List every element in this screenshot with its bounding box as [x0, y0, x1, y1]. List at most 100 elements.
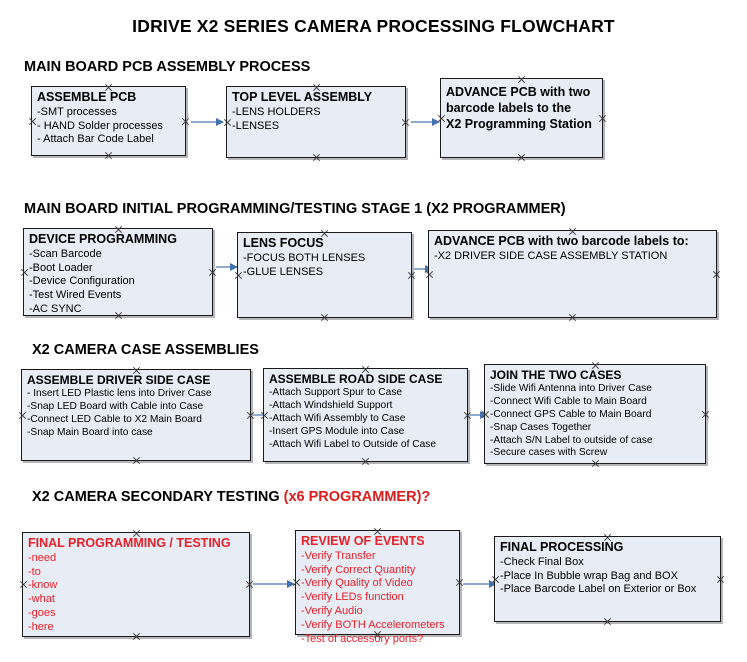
box-review-of-events[interactable]: REVIEW OF EVENTS -Verify Transfer -Verif… [295, 530, 460, 645]
box-join-the-two-cases[interactable]: JOIN THE TWO CASES -Slide Wifi Antenna i… [484, 364, 706, 464]
connector-handle-right[interactable] [598, 114, 607, 123]
box-line: - HAND Solder processes [37, 119, 163, 132]
box-line: -Connect GPS Cable to Main Board [490, 408, 652, 420]
box-line: -Connect Wifi Cable to Main Board [490, 396, 647, 407]
box-line: -Slide Wifi Antenna into Driver Case [490, 383, 652, 395]
box-line: -know [28, 579, 58, 592]
box-line: -Boot Loader [29, 261, 93, 274]
box-line: -goes [28, 607, 56, 620]
box-line: -Snap LED Board with Cable into Case [27, 401, 204, 412]
box-line: -Device Configuration [29, 275, 135, 288]
box-top-level-assembly[interactable]: TOP LEVEL ASSEMBLY -LENS HOLDERS -LENSES [226, 86, 406, 158]
connector-handle-left[interactable] [18, 411, 27, 420]
box-assemble-road-side-case[interactable]: ASSEMBLE ROAD SIDE CASE -Attach Support … [263, 368, 468, 462]
box-line: -Snap Cases Together [490, 421, 592, 433]
box-advance-pcb-x2-programming-station[interactable]: ADVANCE PCB with two barcode labels to t… [440, 78, 603, 158]
box-assemble-driver-side-case[interactable]: ASSEMBLE DRIVER SIDE CASE - Insert LED P… [21, 369, 251, 461]
box-line: -GLUE LENSES [243, 265, 324, 278]
box-line: -Verify Quality of Video [301, 577, 413, 590]
section-title-text: MAIN BOARD PCB ASSEMBLY PROCESS [24, 59, 311, 75]
box-heading: LENS FOCUS [243, 236, 324, 250]
box-lens-focus[interactable]: LENS FOCUS -FOCUS BOTH LENSES -GLUE LENS… [237, 232, 412, 318]
box-heading: REVIEW OF EVENTS [301, 534, 425, 548]
section-title-suffix: (x6 PROGRAMMER)? [283, 489, 431, 505]
box-line: -Attach S/N Label to outside of case [490, 434, 653, 446]
connector-handle-bottom[interactable] [361, 457, 370, 466]
box-device-programming[interactable]: DEVICE PROGRAMMING -Scan Barcode -Boot L… [23, 228, 213, 316]
section-title-main-board-initial-programming: MAIN BOARD INITIAL PROGRAMMING/TESTING S… [24, 201, 566, 217]
box-heading: ADVANCE PCB with two [446, 85, 591, 99]
box-line: -Place Barcode Label on Exterior or Box [500, 583, 697, 596]
section-title-text: X2 CAMERA SECONDARY TESTING [32, 489, 284, 505]
box-line: -LENS HOLDERS [232, 105, 321, 118]
box-heading: JOIN THE TWO CASES [490, 368, 622, 382]
box-line: -Verify Audio [301, 605, 363, 618]
connector-handle-right[interactable] [712, 270, 721, 279]
connector-handle-right[interactable] [401, 118, 410, 127]
box-heading-line2: barcode labels to the [446, 100, 572, 115]
connector-handle-bottom[interactable] [603, 617, 612, 626]
box-line: -Snap Main Board into case [27, 426, 153, 438]
connector-handle-right[interactable] [208, 268, 217, 277]
box-line: -what [28, 593, 55, 606]
connector-handle-left[interactable] [20, 268, 29, 277]
box-line: -AC SYNC [29, 303, 82, 316]
box-line: -Connect LED Cable to X2 Main Board [27, 413, 202, 425]
box-heading: TOP LEVEL ASSEMBLY [232, 90, 373, 104]
box-line: -SMT processes [37, 105, 117, 118]
box-advance-pcb-driver-side-case[interactable]: ADVANCE PCB with two barcode labels to: … [428, 230, 717, 318]
box-final-processing[interactable]: FINAL PROCESSING -Check Final Box -Place… [494, 536, 721, 622]
connector-handle-right[interactable] [701, 410, 710, 419]
section-title-x2-camera-case-assemblies: X2 CAMERA CASE ASSEMBLIES [32, 342, 259, 358]
connector-handle-bottom[interactable] [104, 151, 113, 160]
connector-handle-bottom[interactable] [132, 456, 141, 465]
connector-handle-bottom[interactable] [320, 313, 329, 322]
section-title-text: X2 CAMERA CASE ASSEMBLIES [32, 342, 259, 358]
section-title-main-board-pcb-assembly: MAIN BOARD PCB ASSEMBLY PROCESS [24, 59, 310, 75]
box-line: -Verify Transfer [301, 549, 376, 562]
box-line: -Attach Wifi Assembly to Case [269, 412, 406, 424]
box-heading: ASSEMBLE PCB [37, 90, 137, 104]
box-heading-line3: X2 Programming Station [446, 116, 592, 131]
box-line: -LENSES [232, 119, 280, 132]
box-heading: ASSEMBLE ROAD SIDE CASE [269, 372, 443, 386]
connector-handle-bottom[interactable] [312, 153, 321, 162]
box-assemble-pcb[interactable]: ASSEMBLE PCB -SMT processes - HAND Solde… [31, 86, 186, 156]
connector-handle-right[interactable] [407, 271, 416, 280]
box-line: -to [28, 565, 41, 578]
box-heading: FINAL PROGRAMMING / TESTING [28, 536, 231, 550]
arrow-top-level-assembly-to-advance-pcb [411, 117, 440, 126]
box-line: -Attach Windshield Support [269, 400, 393, 411]
box-line: -Place In Bubble wrap Bag and BOX [500, 569, 678, 582]
box-line: -Check Final Box [500, 555, 584, 568]
arrow-assemble-pcb-to-top-level-assembly [191, 117, 224, 126]
box-line: -Scan Barcode [29, 247, 102, 260]
box-line: -Secure cases with Screw [490, 447, 608, 459]
arrow-review-of-events-to-final-processing [463, 579, 497, 588]
box-line: -Verify Correct Quantity [301, 563, 416, 576]
box-line: - Insert LED Plastic lens into Driver Ca… [27, 388, 212, 400]
connector-handle-left[interactable] [234, 271, 243, 280]
box-heading: FINAL PROCESSING [500, 540, 624, 554]
box-line: - Attach Bar Code Label [37, 133, 154, 146]
box-line: -X2 DRIVER SIDE CASE ASSEMBLY STATION [434, 249, 668, 262]
connector-handle-left[interactable] [19, 580, 28, 589]
box-line: -Attach Wifi Label to Outside of Case [269, 438, 437, 450]
box-line: -Attach Support Spur to Case [269, 387, 403, 399]
box-line: -Verify BOTH Accelerometers [301, 619, 445, 632]
connector-handle-bottom[interactable] [568, 313, 577, 322]
box-line: -FOCUS BOTH LENSES [243, 251, 366, 264]
box-final-programming-testing[interactable]: FINAL PROGRAMMING / TESTING -need -to -k… [22, 532, 250, 637]
connector-handle-top[interactable] [517, 75, 526, 84]
box-heading: ASSEMBLE DRIVER SIDE CASE [27, 373, 211, 387]
connector-handle-right[interactable] [181, 117, 190, 126]
box-line-overflow: -Test of accessory ports? [301, 632, 424, 645]
section-title-x2-camera-secondary-testing: X2 CAMERA SECONDARY TESTING (x6 PROGRAMM… [32, 489, 430, 505]
connector-handle-bottom[interactable] [517, 153, 526, 162]
box-heading: DEVICE PROGRAMMING [29, 232, 177, 246]
box-line: -need [28, 551, 57, 564]
connector-handle-right[interactable] [716, 575, 725, 584]
connector-handle-left[interactable] [28, 117, 37, 126]
page-title: IDRIVE X2 SERIES CAMERA PROCESSING FLOWC… [132, 16, 615, 36]
